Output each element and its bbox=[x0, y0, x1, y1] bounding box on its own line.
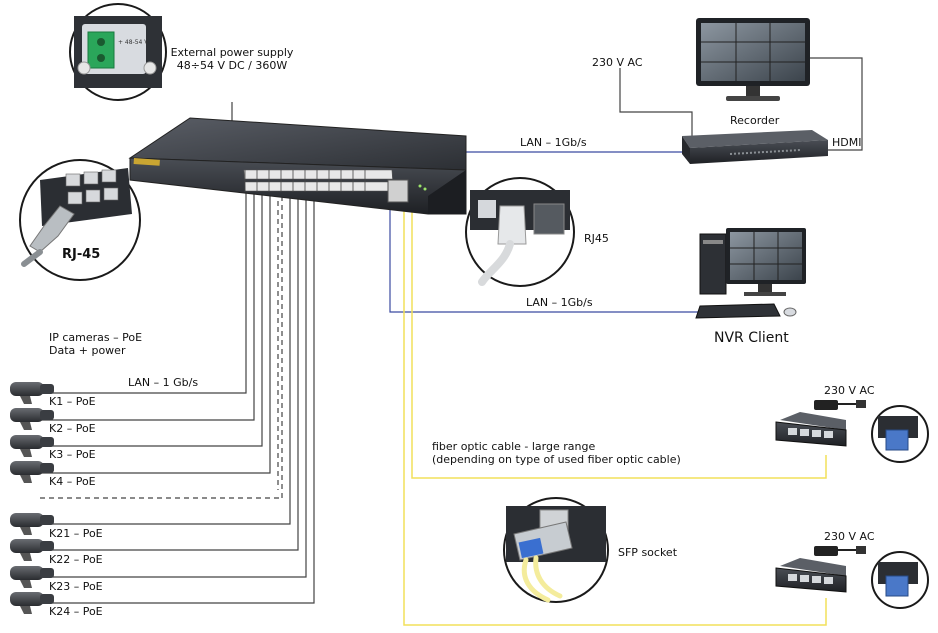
sfp-socket-zoom bbox=[503, 497, 609, 603]
camera-cable-k4 bbox=[40, 192, 271, 474]
camera-label-k2: K2 – PoE bbox=[49, 422, 96, 435]
rj45-port-zoom bbox=[465, 177, 575, 287]
hdmi-cable bbox=[808, 57, 863, 151]
fiber-line-switch1 bbox=[411, 205, 827, 479]
camera-icon bbox=[10, 513, 54, 535]
power-supply-label-line1: External power supply bbox=[170, 46, 294, 59]
sfp-socket-label: SFP socket bbox=[618, 546, 678, 559]
camera-cable-k22 bbox=[40, 195, 299, 551]
fiber-cable-label-line2: (depending on type of used fiber optic c… bbox=[432, 453, 681, 466]
recorder-cables bbox=[619, 57, 863, 151]
recorder-device bbox=[682, 130, 828, 164]
camera-icon bbox=[10, 539, 54, 561]
rj45-badge: RJ-45 bbox=[62, 247, 101, 262]
switch2-ac-label: 230 V AC bbox=[824, 530, 875, 543]
camera-label-k4: K4 – PoE bbox=[49, 475, 96, 488]
camera-label-k21: K21 – PoE bbox=[49, 527, 103, 540]
camera-icon bbox=[10, 566, 54, 588]
camera-icon bbox=[10, 382, 54, 404]
camera-cable-k21 bbox=[40, 195, 291, 525]
lan-recorder-label: LAN – 1Gb/s bbox=[520, 136, 587, 149]
power-terminal-block bbox=[87, 31, 115, 69]
camera-cable-k1 bbox=[40, 190, 247, 394]
main-switch bbox=[128, 117, 467, 215]
rj45-port-plug bbox=[497, 205, 527, 245]
ip-cameras-label-line2: Data + power bbox=[49, 344, 126, 357]
rj45-zoom bbox=[19, 159, 141, 281]
rj45-zoom-label: RJ45 bbox=[584, 232, 609, 245]
power-adapter-1 bbox=[814, 400, 838, 410]
ip-cameras-label: IP cameras – PoE Data + power bbox=[49, 331, 142, 357]
nvr-client-pc bbox=[695, 228, 806, 319]
camera-label-k22: K22 – PoE bbox=[49, 553, 103, 566]
camera-icon bbox=[10, 435, 54, 457]
camera-cable-k24 bbox=[40, 196, 315, 604]
recorder-ac-label: 230 V AC bbox=[592, 56, 643, 69]
camera-cable-k2 bbox=[40, 190, 255, 421]
switch1-ac-label: 230 V AC bbox=[824, 384, 875, 397]
mouse bbox=[783, 307, 797, 317]
camera-cable-k3 bbox=[40, 192, 263, 447]
camera-cables-dashed bbox=[40, 192, 283, 499]
camera-icon bbox=[10, 408, 54, 430]
camera-label-k24: K24 – PoE bbox=[49, 605, 103, 618]
recorder-power-cable bbox=[619, 68, 693, 138]
hdmi-label: HDMI bbox=[832, 136, 862, 149]
keyboard bbox=[695, 303, 781, 319]
camera-label-k23: K23 – PoE bbox=[49, 580, 103, 593]
lan-cameras-label: LAN – 1 Gb/s bbox=[128, 376, 199, 389]
recorder-monitor bbox=[696, 18, 810, 101]
camera-label-k3: K3 – PoE bbox=[49, 448, 96, 461]
power-supply-label-line2: 48÷54 V DC / 360W bbox=[176, 59, 288, 72]
fiber-line-switch2 bbox=[403, 205, 827, 626]
fiber-cable-label-line1: fiber optic cable - large range bbox=[432, 440, 596, 453]
fiber-lines bbox=[403, 205, 827, 626]
power-adapter-2 bbox=[814, 546, 838, 556]
camera-icon bbox=[10, 592, 54, 614]
camera-cable-k23 bbox=[40, 196, 307, 578]
poe-switch-2 bbox=[775, 546, 929, 609]
camera-label-k1: K1 – PoE bbox=[49, 395, 96, 408]
switch-uplink-ports bbox=[387, 179, 409, 203]
lan-nvr-label: LAN – 1Gb/s bbox=[526, 296, 593, 309]
power-supply-zoom: + 48-54 V bbox=[69, 3, 167, 101]
camera-icons bbox=[10, 382, 54, 614]
lan-line-nvr bbox=[389, 200, 702, 313]
fiber-cable-label: fiber optic cable - large range (dependi… bbox=[432, 440, 681, 466]
svg-text:+ 48-54 V: + 48-54 V bbox=[118, 39, 149, 46]
power-supply-label: External power supply 48÷54 V DC / 360W bbox=[170, 46, 294, 72]
ip-cameras-label-line1: IP cameras – PoE bbox=[49, 331, 143, 344]
camera-icon bbox=[10, 461, 54, 483]
poe-switch-1 bbox=[775, 400, 929, 463]
nvr-client-label: NVR Client bbox=[714, 330, 789, 346]
recorder-label: Recorder bbox=[730, 114, 780, 127]
camera-cables bbox=[40, 190, 315, 604]
